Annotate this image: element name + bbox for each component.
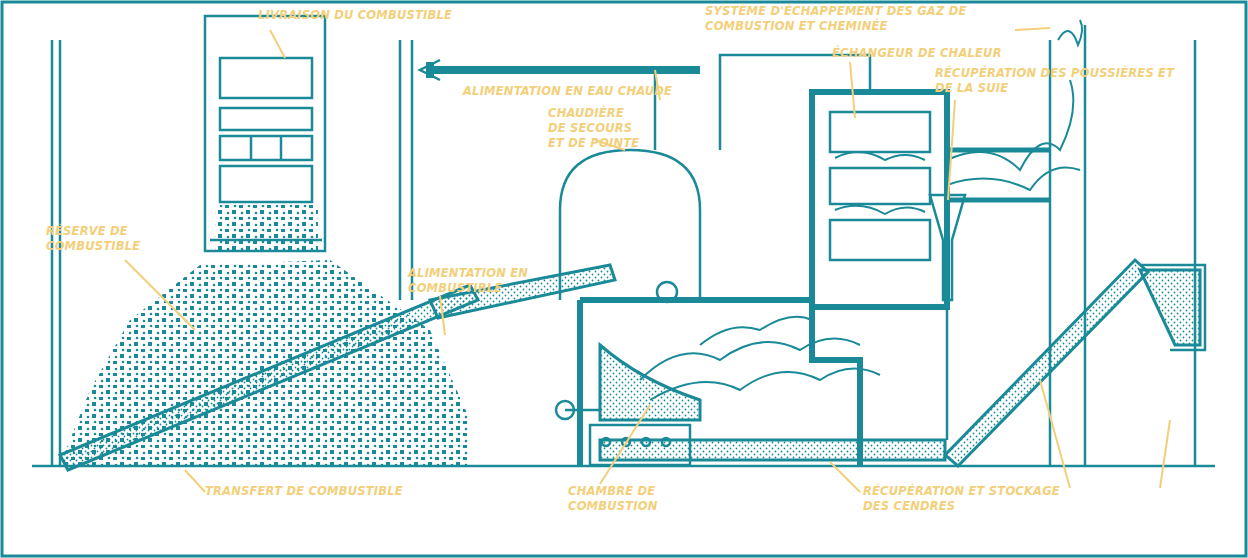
fuel-delivery bbox=[215, 205, 318, 250]
part-label: TRANSFERT DE COMBUSTIBLE bbox=[205, 484, 455, 499]
part-label: RÉCUPÉRATION ET STOCKAGE DES CENDRES bbox=[863, 484, 1073, 514]
part-label: RÉSERVE DE COMBUSTIBLE bbox=[46, 224, 171, 254]
leader-lines bbox=[125, 28, 1170, 492]
part-label: CHAUDIÈRE DE SECOURS ET DE POINTE bbox=[548, 106, 643, 151]
part-label: CHAMBRE DE COMBUSTION bbox=[568, 484, 663, 514]
flames bbox=[640, 80, 1080, 400]
conveyors bbox=[60, 260, 1200, 470]
part-label: ALIMENTATION EN EAU CHAUDE bbox=[463, 84, 693, 99]
part-label: LIVRAISON DU COMBUSTIBLE bbox=[258, 8, 458, 23]
part-label: RÉCUPÉRATION DES POUSSIÈRES ET DE LA SUI… bbox=[935, 66, 1185, 96]
part-label: ÉCHANGEUR DE CHALEUR bbox=[832, 46, 1032, 61]
part-label: ALIMENTATION EN COMBUSTIBLE bbox=[408, 266, 548, 296]
part-label: SYSTÈME D'ÉCHAPPEMENT DES GAZ DE COMBUST… bbox=[705, 4, 1005, 34]
